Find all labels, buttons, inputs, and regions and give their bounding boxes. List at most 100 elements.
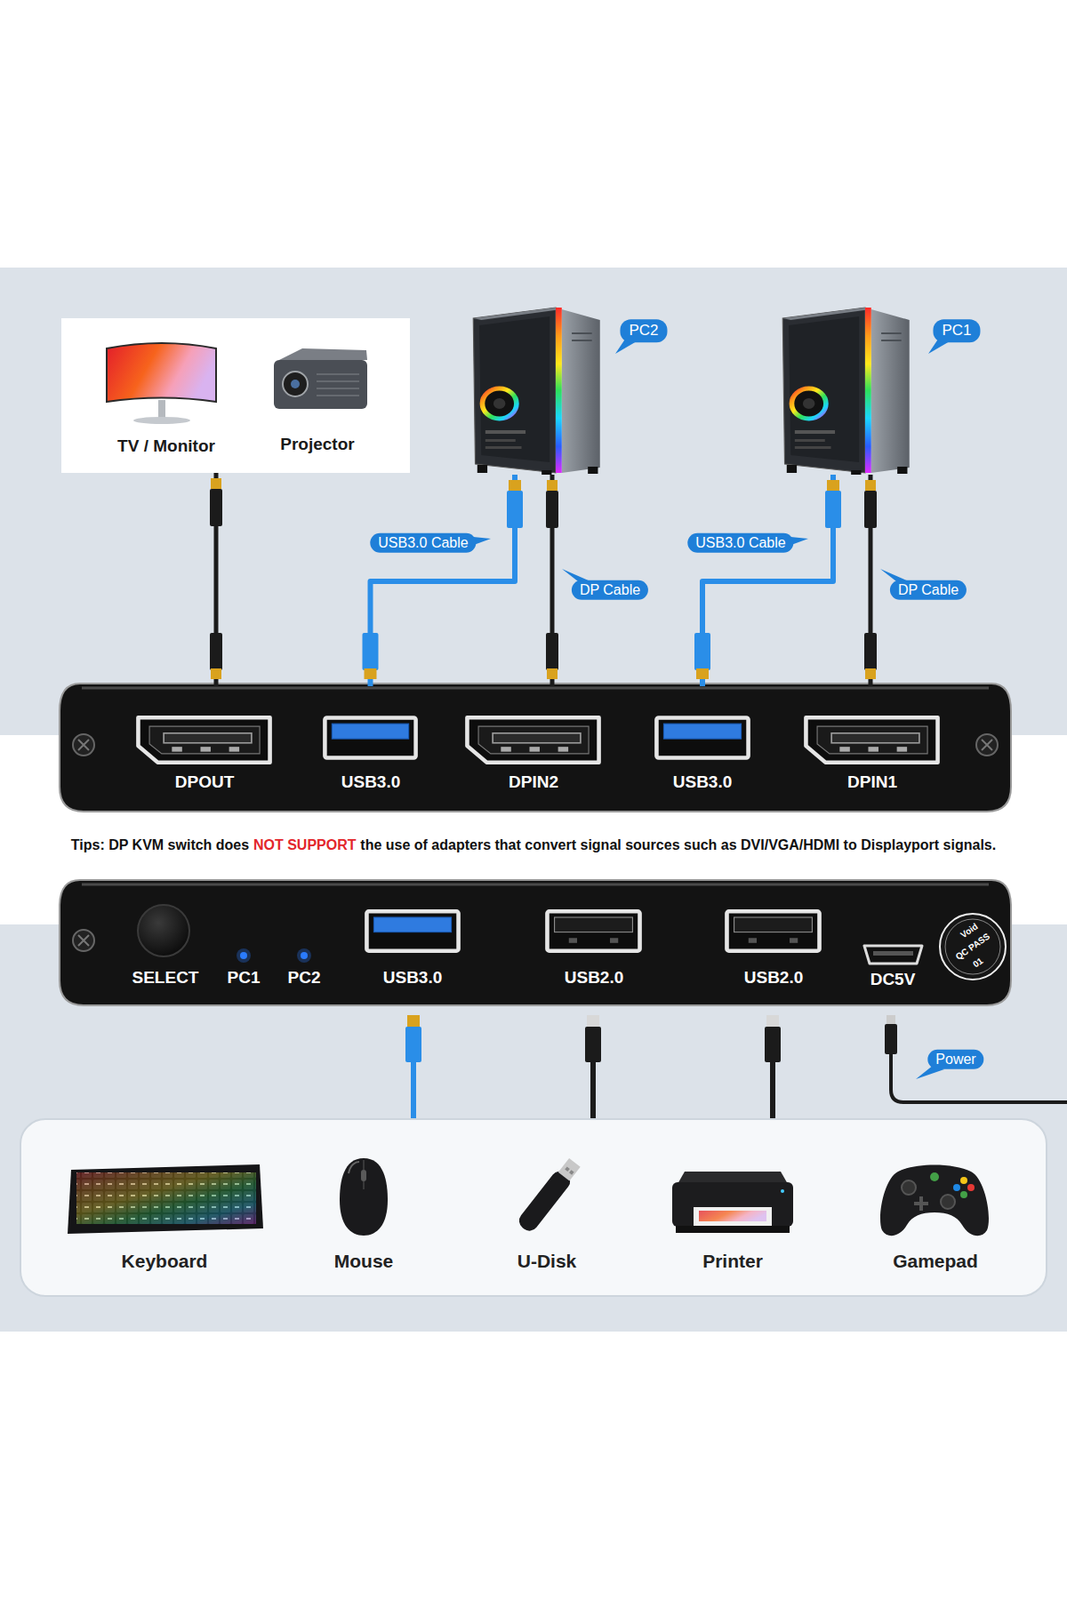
plug-tip xyxy=(826,480,840,491)
display-panel-art xyxy=(158,400,166,418)
plug-tip xyxy=(696,668,709,680)
usb-cable xyxy=(702,474,834,687)
printer-icon xyxy=(698,1211,767,1222)
kvm-front-housing xyxy=(981,739,993,751)
display-panel-art xyxy=(279,348,368,361)
kvm-back-housing xyxy=(236,948,251,963)
usb-cable xyxy=(586,1015,600,1028)
port-label: SELECT xyxy=(132,968,200,988)
plug-tip xyxy=(508,480,522,491)
display-panel-art xyxy=(282,371,308,397)
usb-port: USB3.0 xyxy=(653,686,752,798)
usb-cable xyxy=(770,1058,776,1123)
qc-sticker: VoidQC PASS01 xyxy=(938,913,1007,981)
sticker-text: 01 xyxy=(970,955,986,971)
gamepad-icon xyxy=(960,1177,968,1185)
dp-port: DPOUT xyxy=(135,686,273,798)
cable-plug xyxy=(362,633,379,671)
status-led: PC1 xyxy=(220,902,267,996)
port-label: DPOUT xyxy=(175,772,235,793)
kvm-back-housing xyxy=(873,951,914,956)
peripheral: Gamepad xyxy=(875,1154,996,1279)
usb-drive-icon xyxy=(515,1168,574,1236)
mouse-icon xyxy=(339,1158,388,1236)
port-label: USB3.0 xyxy=(383,968,443,988)
plug-tip xyxy=(865,480,876,491)
printer-icon xyxy=(672,1171,794,1234)
kvm-front-housing xyxy=(976,734,998,756)
kvm-back-housing xyxy=(726,911,819,951)
mouse-icon xyxy=(361,1170,367,1182)
usb-cable xyxy=(766,1015,779,1028)
peripheral: Mouse xyxy=(319,1154,409,1279)
peripheral: Keyboard xyxy=(66,1154,263,1279)
pc-tower: PC2 xyxy=(471,305,678,475)
port-label: USB3.0 xyxy=(341,772,402,793)
device-label: Printer xyxy=(702,1251,763,1273)
cable-plug xyxy=(209,633,223,671)
kvm-front-housing xyxy=(81,687,989,690)
display-panel-art xyxy=(61,318,410,474)
cable-plug xyxy=(864,490,877,529)
gamepad-icon xyxy=(880,1165,989,1237)
display-panel-art xyxy=(316,387,360,390)
cable-plug xyxy=(506,490,523,529)
kvm-back-housing xyxy=(945,919,1001,975)
kvm-back-housing xyxy=(939,914,1006,980)
cable-callout: DP Cable xyxy=(571,580,649,601)
printer-icon xyxy=(693,1207,772,1228)
usb-cable xyxy=(407,1015,420,1028)
gamepad-icon xyxy=(914,1196,929,1212)
dp-port: DPIN2 xyxy=(464,686,602,798)
kvm-front-housing xyxy=(59,683,1011,812)
pc-tower-art xyxy=(782,307,909,475)
cable-plug xyxy=(545,633,559,671)
port-label: USB2.0 xyxy=(744,968,804,988)
display-panel-art xyxy=(316,373,360,376)
printer-icon xyxy=(675,1226,790,1234)
kvm-back-housing xyxy=(366,911,458,951)
plug-tip xyxy=(865,668,876,680)
usb-drive-icon xyxy=(569,1170,575,1176)
usb-drive-icon xyxy=(558,1158,581,1182)
port-label: USB2.0 xyxy=(564,968,625,988)
keyboard-icon xyxy=(67,1164,264,1235)
kvm-back-housing xyxy=(72,930,95,952)
cable xyxy=(694,474,842,687)
kvm-back-housing xyxy=(59,880,1011,1006)
mouse-icon xyxy=(339,1158,388,1236)
tip-text: Tips: DP KVM switch does xyxy=(71,836,249,854)
sticker-text: QC PASS xyxy=(954,931,993,963)
plug-tip xyxy=(364,668,378,680)
status-led: PC2 xyxy=(280,902,328,996)
pc-tower-art xyxy=(473,307,950,475)
kvm-back-housing xyxy=(864,946,923,964)
display-panel-art xyxy=(133,417,191,425)
display-panel-art xyxy=(316,394,360,397)
kvm-front-housing xyxy=(72,734,95,756)
display-panel: TV / MonitorProjector xyxy=(61,318,410,474)
usb-cable xyxy=(405,1015,1067,1123)
plug-tip xyxy=(546,668,558,680)
kvm-front-housing xyxy=(59,683,1011,812)
printer-icon xyxy=(677,1171,788,1185)
cable-callout: USB3.0 Cable xyxy=(369,533,476,554)
port-label: PC2 xyxy=(288,968,321,988)
gamepad-icon xyxy=(880,1165,989,1237)
cable-callout: USB3.0 Cable xyxy=(687,533,794,554)
usb-cable xyxy=(405,1026,422,1063)
usb-drive-icon xyxy=(515,1156,583,1236)
port-label: DPIN1 xyxy=(847,772,898,793)
cable xyxy=(545,474,559,687)
pc-callout: PC2 xyxy=(619,319,667,343)
usb-cable xyxy=(764,1026,781,1063)
port-label: DC5V xyxy=(870,970,916,990)
display-panel-art xyxy=(61,318,410,474)
plug-tip xyxy=(210,478,222,490)
plug-tip xyxy=(546,480,558,491)
gamepad-icon xyxy=(930,1172,939,1182)
usb-cable xyxy=(410,1058,417,1123)
cable-plug xyxy=(694,633,711,671)
